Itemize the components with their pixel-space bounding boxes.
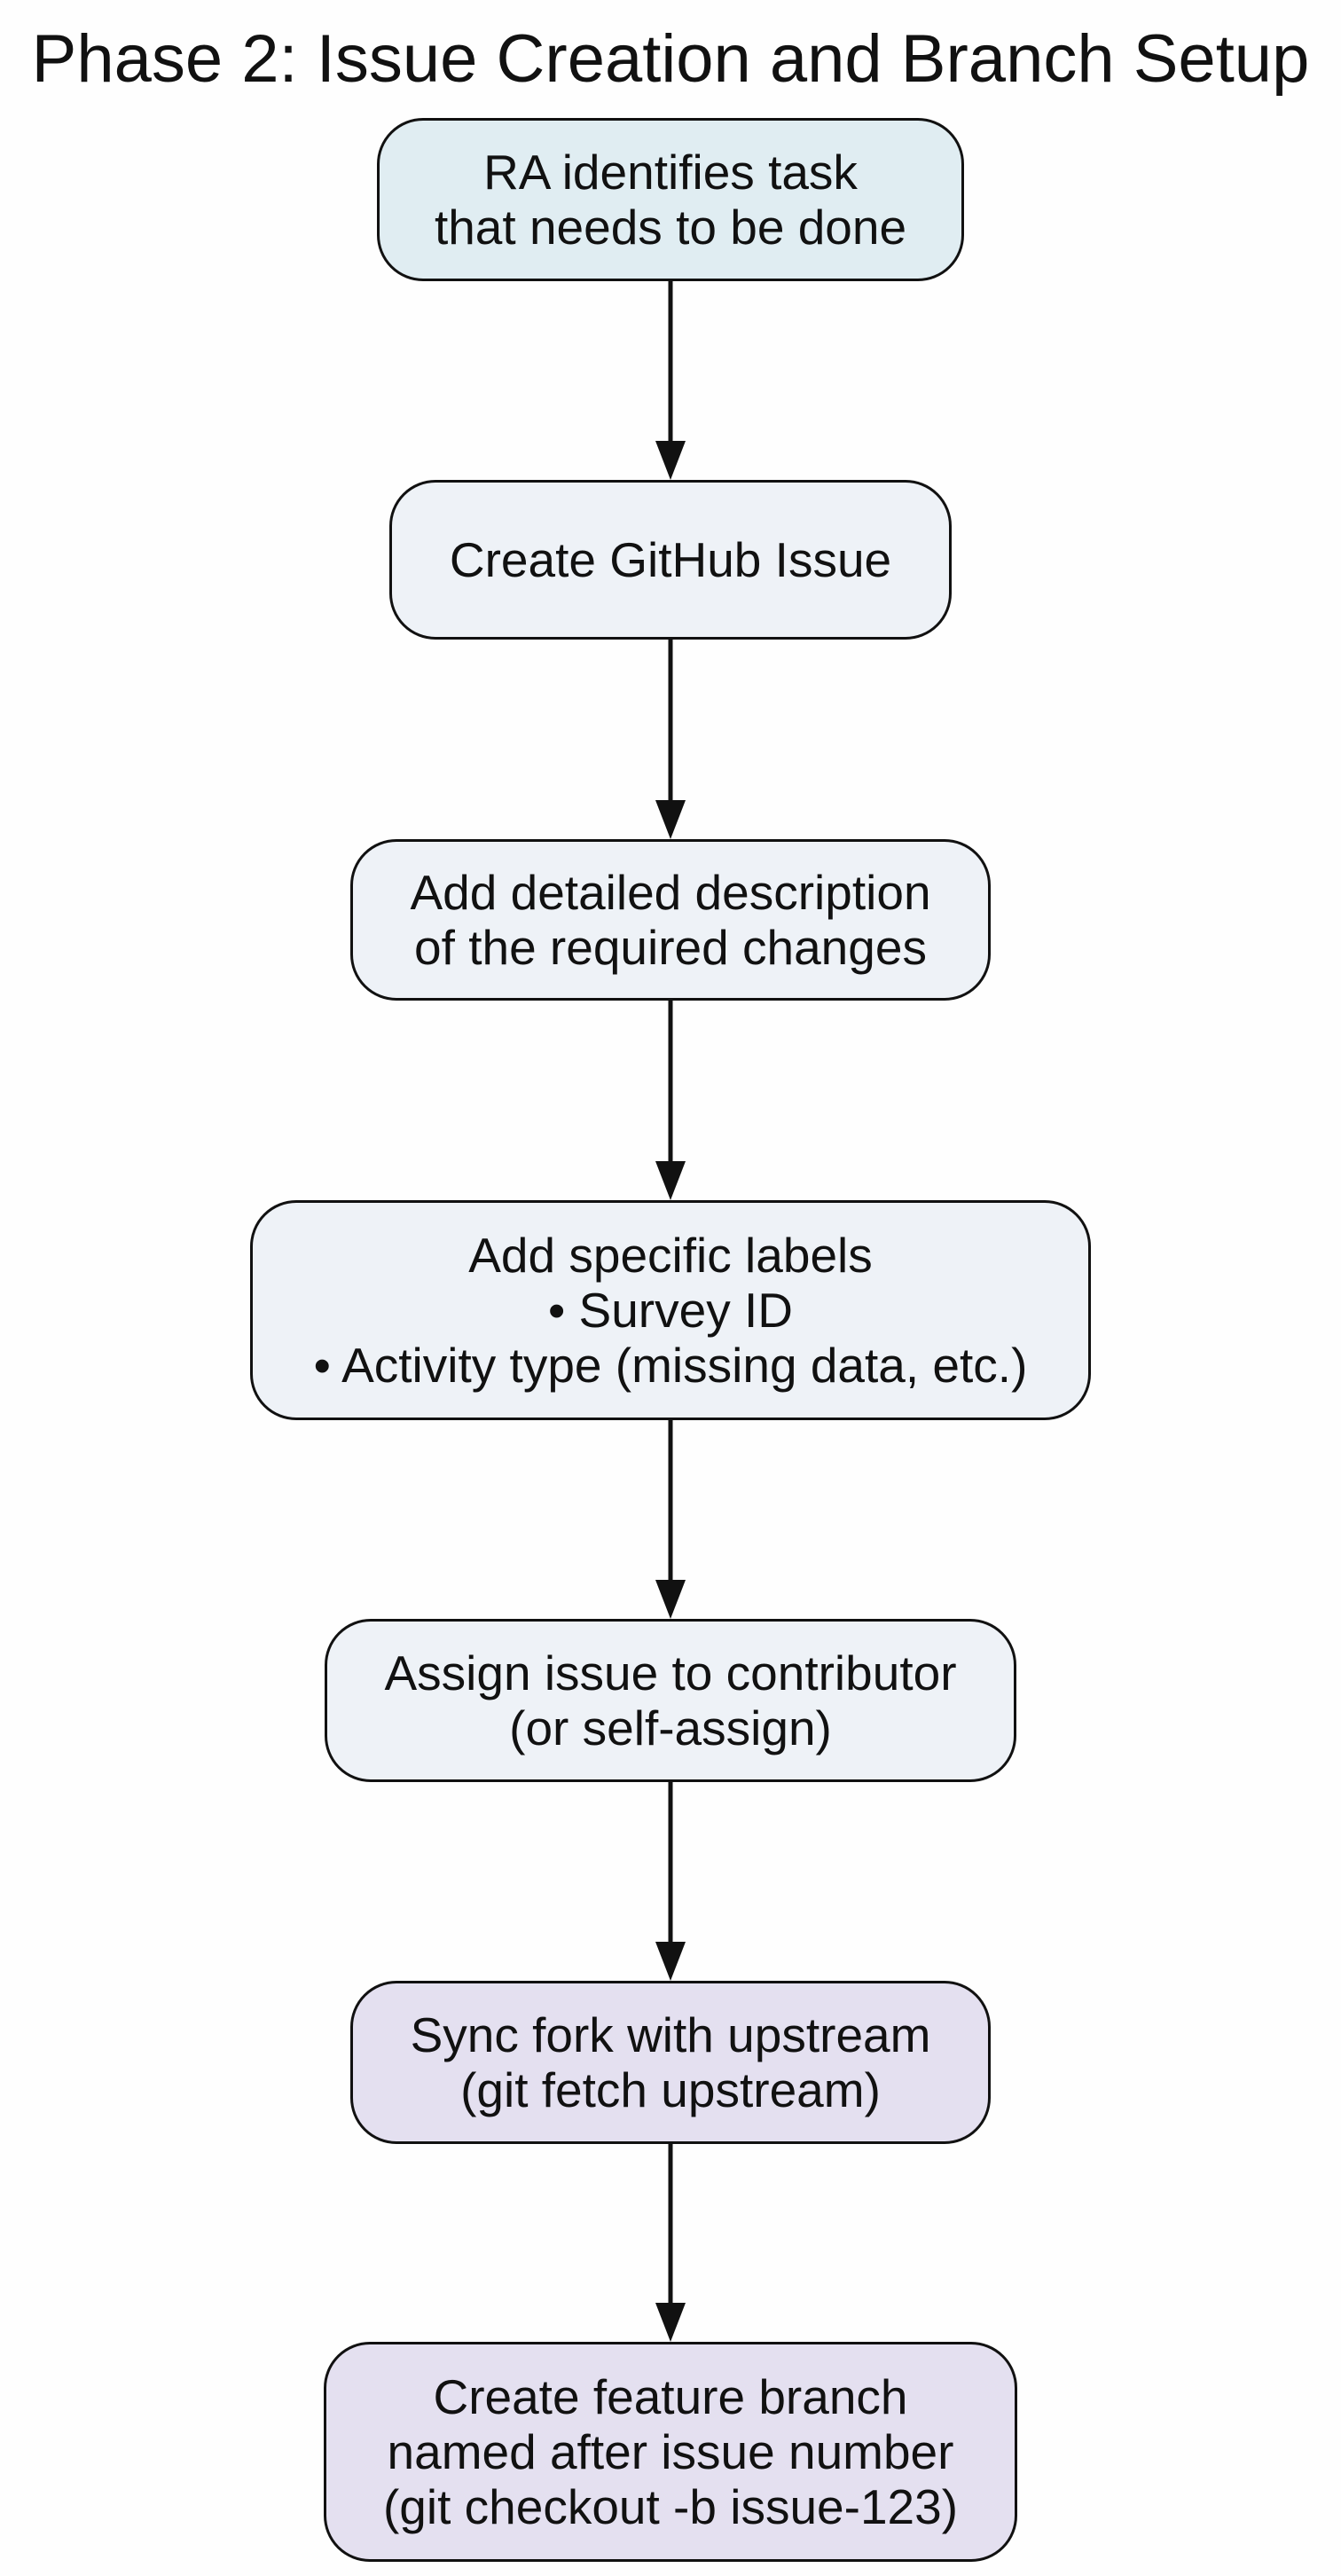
node-line: • Survey ID [548,1283,793,1338]
node-line: Create GitHub Issue [449,532,892,587]
node-line: Add specific labels [468,1228,873,1283]
diagram-title: Phase 2: Issue Creation and Branch Setup [31,21,1310,97]
node-line: RA identifies task [483,145,858,200]
arrowhead-add-description-to-add-labels [655,1161,686,1200]
node-line: Sync fork with upstream [410,2007,931,2062]
node-create-branch: Create feature branch named after issue … [324,2342,1017,2562]
arrowhead-identify-task-to-create-issue [655,441,686,480]
arrowhead-assign-issue-to-sync-fork [655,1942,686,1981]
node-line: that needs to be done [434,200,907,255]
node-line: Create feature branch [433,2369,908,2424]
node-add-description: Add detailed description of the required… [350,839,991,1001]
node-sync-fork: Sync fork with upstream (git fetch upstr… [350,1981,991,2144]
arrowhead-add-labels-to-assign-issue [655,1580,686,1619]
node-line: (git checkout -b issue-123) [382,2479,959,2534]
node-line: Add detailed description [410,865,931,920]
node-create-issue: Create GitHub Issue [389,480,952,640]
node-identify-task: RA identifies task that needs to be done [377,118,964,281]
node-line: (git fetch upstream) [460,2062,881,2117]
node-assign-issue: Assign issue to contributor (or self-ass… [325,1619,1016,1782]
arrowhead-create-issue-to-add-description [655,800,686,839]
node-line: of the required changes [414,920,927,975]
node-line: • Activity type (missing data, etc.) [313,1338,1028,1393]
node-line: (or self-assign) [509,1700,832,1755]
node-line: Assign issue to contributor [384,1645,957,1700]
arrowhead-sync-fork-to-create-branch [655,2303,686,2342]
node-add-labels: Add specific labels • Survey ID • Activi… [250,1200,1091,1420]
node-line: named after issue number [387,2424,954,2479]
